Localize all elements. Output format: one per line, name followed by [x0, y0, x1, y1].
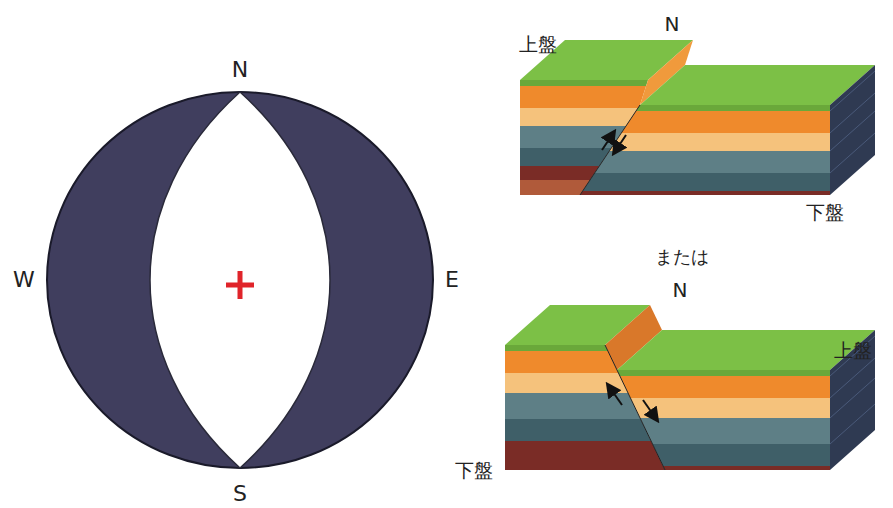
- compass-label: E: [445, 269, 459, 291]
- block-label: 上盤: [519, 35, 557, 54]
- compass-label: N: [673, 280, 688, 300]
- reverse-fault-block: [500, 40, 875, 195]
- compass-label: W: [13, 269, 35, 291]
- normal-fault-block: [500, 305, 875, 470]
- compass-label: N: [665, 14, 680, 34]
- compass-label: S: [233, 483, 247, 505]
- note-label: または: [655, 248, 709, 266]
- block-label: 上盤: [834, 341, 872, 360]
- focal-mechanism: [47, 92, 433, 468]
- block-label: 下盤: [806, 203, 844, 222]
- compass-label: N: [232, 59, 248, 81]
- block-label: 下盤: [455, 461, 493, 480]
